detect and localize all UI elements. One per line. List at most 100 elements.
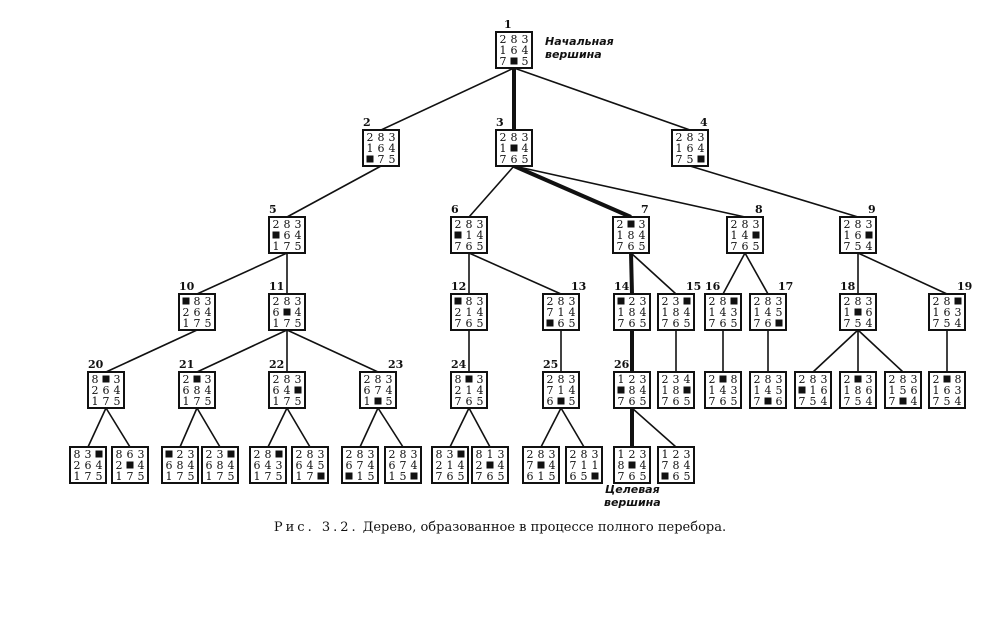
tile-number: 3 bbox=[592, 448, 599, 461]
tile-number: 7 bbox=[357, 459, 364, 472]
tile-number: 5 bbox=[684, 317, 691, 330]
tile-number: 7 bbox=[709, 317, 716, 330]
tile-number: 5 bbox=[855, 240, 862, 253]
tile-number: 1 bbox=[844, 229, 851, 242]
tile-number: 4 bbox=[640, 306, 647, 319]
tile-number: 8 bbox=[731, 373, 738, 386]
blank-tile bbox=[95, 450, 103, 458]
blank-tile bbox=[165, 450, 173, 458]
tile-number: 3 bbox=[639, 218, 646, 231]
blank-tile bbox=[591, 472, 599, 480]
tile-number: 8 bbox=[74, 448, 81, 461]
tile-number: 1 bbox=[581, 459, 588, 472]
tile-number: 2 bbox=[273, 373, 280, 386]
tile-number: 2 bbox=[617, 218, 624, 231]
tile-number: 6 bbox=[447, 470, 454, 483]
tree-edge bbox=[722, 252, 746, 295]
tile-number: 7 bbox=[455, 395, 462, 408]
blank-tile bbox=[617, 297, 625, 305]
tile-number: 2 bbox=[662, 373, 669, 386]
tile-number: 3 bbox=[955, 306, 962, 319]
blank-tile bbox=[557, 397, 565, 405]
node-number: 5 bbox=[269, 203, 277, 216]
tile-number: 7 bbox=[662, 395, 669, 408]
tree-edge bbox=[630, 252, 677, 295]
tile-number: 8 bbox=[810, 373, 817, 386]
tile-number: 7 bbox=[709, 395, 716, 408]
tile-number: 4 bbox=[188, 459, 195, 472]
tile-number: 3 bbox=[866, 373, 873, 386]
node-number: 16 bbox=[705, 280, 721, 293]
tile-number: 7 bbox=[676, 153, 683, 166]
tile-number: 7 bbox=[547, 384, 554, 397]
blank-tile bbox=[454, 231, 462, 239]
goal-node-annotation: Целевая вершина bbox=[604, 483, 661, 509]
node-number: 12 bbox=[451, 280, 466, 293]
tile-number: 5 bbox=[96, 470, 103, 483]
goal-annotation-line2: вершина bbox=[604, 496, 661, 509]
tile-number: 4 bbox=[265, 459, 272, 472]
tile-number: 5 bbox=[389, 153, 396, 166]
board-frame bbox=[359, 371, 397, 409]
tile-number: 7 bbox=[933, 395, 940, 408]
blank-tile bbox=[661, 472, 669, 480]
tile-number: 8 bbox=[629, 306, 636, 319]
tile-number: 5 bbox=[855, 317, 862, 330]
tile-number: 6 bbox=[378, 142, 385, 155]
blank-tile bbox=[454, 297, 462, 305]
tree-edge bbox=[468, 407, 491, 448]
tile-number: 7 bbox=[618, 470, 625, 483]
tree-edge bbox=[812, 329, 859, 373]
tile-number: 6 bbox=[629, 395, 636, 408]
tile-number: 5 bbox=[318, 459, 325, 472]
tile-number: 3 bbox=[569, 295, 576, 308]
tile-number: 2 bbox=[527, 448, 534, 461]
tile-number: 7 bbox=[731, 240, 738, 253]
tile-number: 8 bbox=[855, 384, 862, 397]
tile-number: 7 bbox=[284, 240, 291, 253]
tile-number: 5 bbox=[900, 384, 907, 397]
tile-number: 8 bbox=[284, 373, 291, 386]
tile-number: 2 bbox=[206, 448, 213, 461]
blank-tile bbox=[366, 155, 374, 163]
board-frame bbox=[839, 293, 877, 331]
tile-number: 8 bbox=[855, 218, 862, 231]
tile-number: 8 bbox=[581, 448, 588, 461]
tile-number: 8 bbox=[900, 373, 907, 386]
tree-edge bbox=[857, 252, 948, 295]
tile-number: 5 bbox=[138, 470, 145, 483]
tile-number: 4 bbox=[138, 459, 145, 472]
tile-number: 4 bbox=[640, 384, 647, 397]
board-frame bbox=[268, 371, 306, 409]
tile-number: 4 bbox=[866, 395, 873, 408]
tile-number: 1 bbox=[166, 470, 173, 483]
tile-number: 4 bbox=[821, 395, 828, 408]
goal-annotation-line1: Целевая bbox=[605, 483, 660, 496]
tile-number: 8 bbox=[511, 131, 518, 144]
tile-number: 2 bbox=[74, 459, 81, 472]
tile-number: 7 bbox=[618, 317, 625, 330]
tile-number: 1 bbox=[709, 384, 716, 397]
tile-number: 3 bbox=[698, 131, 705, 144]
tile-number: 2 bbox=[844, 373, 851, 386]
tile-number: 6 bbox=[687, 142, 694, 155]
tile-number: 2 bbox=[754, 295, 761, 308]
blank-tile bbox=[943, 375, 951, 383]
tile-number: 3 bbox=[569, 373, 576, 386]
tile-number: 1 bbox=[296, 470, 303, 483]
tile-number: 3 bbox=[205, 295, 212, 308]
tile-number: 7 bbox=[284, 395, 291, 408]
node-number: 14 bbox=[614, 280, 630, 293]
blank-tile bbox=[683, 297, 691, 305]
tile-number: 1 bbox=[731, 229, 738, 242]
tile-number: 3 bbox=[447, 448, 454, 461]
blank-tile bbox=[410, 472, 418, 480]
